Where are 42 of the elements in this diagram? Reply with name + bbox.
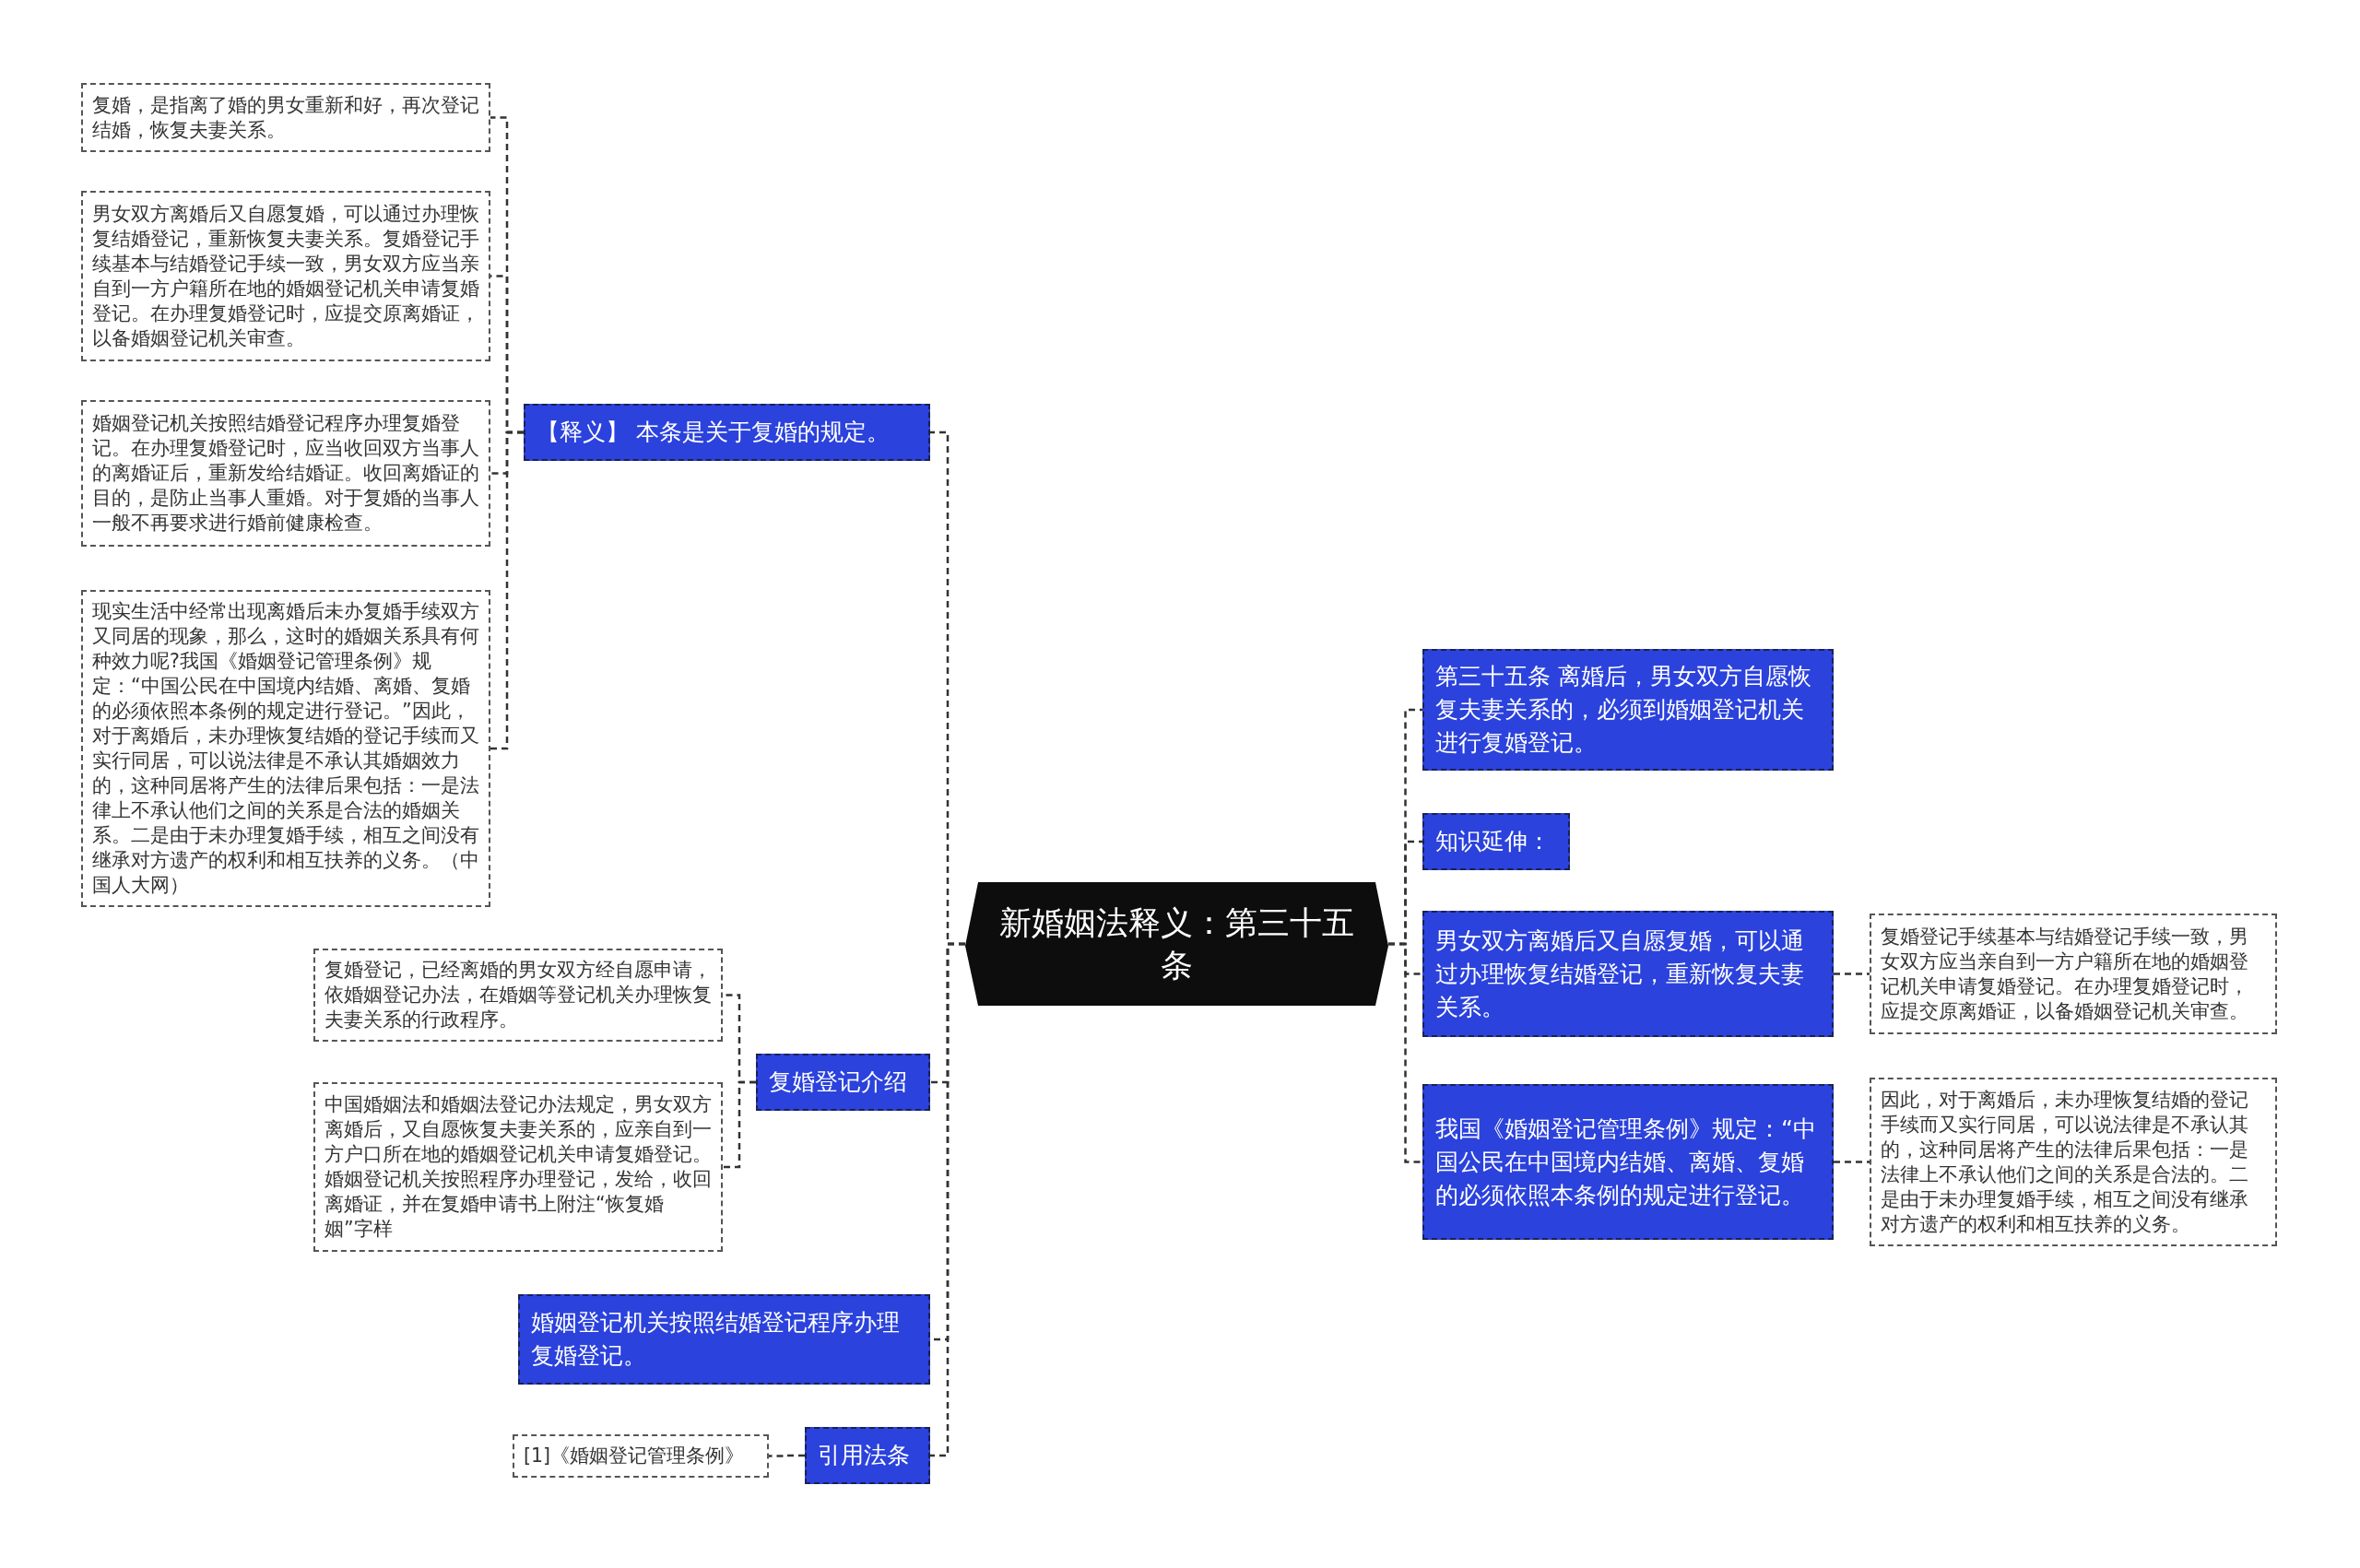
note-card: [1870, 914, 2277, 1034]
connector-line: [1834, 1161, 1870, 1163]
note-text: 男女双方离婚后又自愿复婚，可以通过办理恢复结婚登记，重新恢复夫妻关系。复婚登记手续基本与结婚登记手续一致，男女双方应当亲自到一方户籍所在地的婚姻登记机关申请复婚登记。在办理复婚登记时，应提交原离婚证，以备婚姻登记机关审查。: [92, 201, 479, 351]
connector-line: [1834, 973, 1870, 975]
topic-text: 复婚登记介绍: [769, 1067, 908, 1097]
connector-line: [930, 942, 965, 1457]
topic-card: [1422, 813, 1570, 870]
connector-line: [490, 430, 524, 750]
note-text: 现实生活中经常出现离婚后未办复婚手续双方又同居的现象，那么，这时的婚姻关系具有何种效力呢?我国《婚姻登记管理条例》规定：“中国公民在中国境内结婚、离婚、复婚的必须依照本条例的规定进行登记。”因此，对于离婚后，未办理恢复结婚的登记手续而又实行同居，可以说法律是不承认其婚姻效力的，这种同居将产生的法律后果包括：一是法律上不承认他们之间的关系是合法的婚姻关系。二是由于未办理复婚手续，相互之间没有继承对方遗产的权利和相互扶养的义务。（中国人大网）: [92, 599, 479, 898]
central-topic-title: 新婚姻法释义：第三十五条: [998, 903, 1355, 985]
topic-text: 第三十五条 离婚后，男女双方自愿恢复夫妻关系的，必须到婚姻登记机关进行复婚登记。: [1435, 662, 1812, 758]
note-text: 复婚登记，已经离婚的男女双方经自愿申请，依婚姻登记办法，在婚姻等登记机关办理恢复夫妻关系的行政程序。: [324, 958, 712, 1032]
note-text: 复婚，是指离了婚的男女重新和好，再次登记结婚，恢复夫妻关系。: [92, 92, 479, 143]
topic-card: [805, 1427, 930, 1484]
connector-line: [1388, 942, 1422, 1163]
topic-text: 知识延伸：: [1435, 827, 1552, 856]
topic-card: [1422, 1084, 1834, 1240]
note-card: [513, 1434, 769, 1478]
central-topic-hexagon: [965, 882, 1388, 1006]
note-text: [1]《婚姻登记管理条例》: [524, 1444, 746, 1468]
note-text: 复婚登记手续基本与结婚登记手续一致，男女双方应当亲自到一方户籍所在地的婚姻登记机关申请复婚登记。在办理复婚登记时，应提交原离婚证，以备婚姻登记机关审查。: [1881, 924, 2249, 1024]
note-text: 中国婚姻法和婚姻法登记办法规定，男女双方离婚后，又自愿恢复夫妻关系的，应亲自到一方户口所在地的婚姻登记机关申请复婚登记。婚姻登记机关按照程序办理登记，发给，收回离婚证，并在复婚申请书上附注“恢复婚姻”字样: [324, 1092, 712, 1242]
topic-text: 【释义】 本条是关于复婚的规定。: [537, 418, 891, 447]
topic-card: [1422, 911, 1834, 1037]
connector-line: [723, 1080, 756, 1169]
topic-card: [518, 1294, 930, 1385]
topic-text: 男女双方离婚后又自愿复婚，可以通过办理恢复结婚登记，重新恢复夫妻关系。: [1435, 925, 1805, 1022]
note-text: 婚姻登记机关按照结婚登记程序办理复婚登记。在办理复婚登记时，应当收回双方当事人的离婚证后，重新发给结婚证。收回离婚证的目的，是防止当事人重婚。对于复婚的当事人一般不再要求进行婚前健康检查。: [92, 411, 479, 536]
connector-line: [769, 1454, 805, 1457]
note-card: [81, 400, 490, 547]
topic-text: 引用法条: [818, 1441, 911, 1470]
note-card: [313, 949, 723, 1042]
note-card: [81, 191, 490, 361]
note-text: 因此，对于离婚后，未办理恢复结婚的登记手续而又实行同居，可以说法律是不承认其的，这种同居将产生的法律后果包括：一是法律上不承认他们之间的关系是合法的。二是由于未办理复婚手续，相互之间没有继承对方遗产的权利和相互扶养的义务。: [1881, 1087, 2249, 1237]
topic-text: 婚姻登记机关按照结婚登记程序办理复婚登记。: [531, 1308, 901, 1371]
note-card: [1870, 1078, 2277, 1246]
topic-card: [524, 404, 930, 461]
topic-card: [1422, 649, 1834, 771]
note-card: [313, 1082, 723, 1252]
note-card: [81, 83, 490, 152]
topic-card: [756, 1054, 930, 1111]
topic-text: 我国《婚姻登记管理条例》规定：“中国公民在中国境内结婚、离婚、复婚的必须依照本条例的规定进行登记。: [1435, 1114, 1817, 1210]
